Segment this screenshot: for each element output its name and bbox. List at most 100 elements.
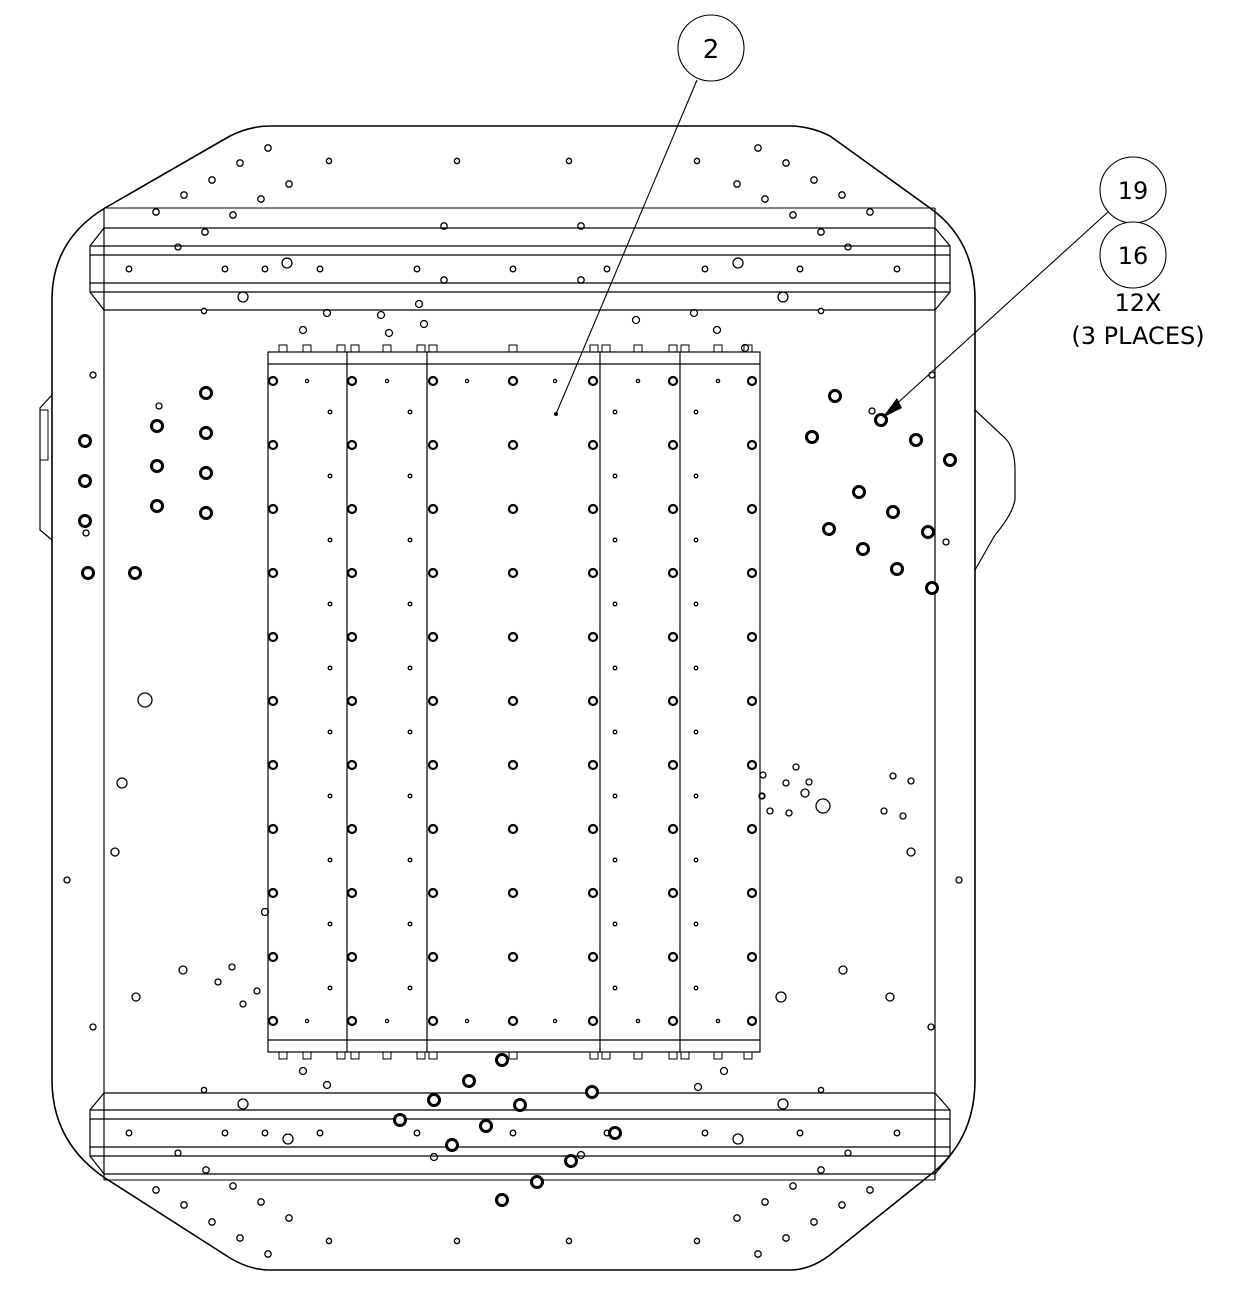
hole [298,1066,308,1076]
hole [766,807,774,815]
hole [635,378,641,384]
hole [155,402,163,410]
hole [407,473,413,479]
bolt-hole [444,1137,460,1153]
bolt-hole [200,307,208,315]
bolt-hole [346,567,358,579]
bolt-hole [267,951,279,963]
bolt-hole [746,887,758,899]
bolt-hole [346,439,358,451]
module-tab [601,1051,611,1060]
hole [693,793,699,799]
bolt-hole [200,1086,208,1094]
bolt-hole [746,503,758,515]
module-tab [633,344,643,353]
balloon-16-text: 16 [1118,242,1149,270]
hole [817,228,825,236]
hole [782,1234,790,1242]
hole [257,195,265,203]
bolt-hole [667,439,679,451]
bolt-hole [746,631,758,643]
hole [125,265,133,273]
hole [612,729,618,735]
bolt-hole [267,375,279,387]
bolt-hole [507,951,519,963]
balloon-2-text: 2 [703,35,720,65]
module-tab [508,344,518,353]
hole [89,1023,97,1031]
bolt-hole [198,385,214,401]
bolt-hole [667,567,679,579]
hole [899,812,907,820]
bolt-hole [667,887,679,899]
module-tab [680,344,690,353]
bolt-hole [855,541,871,557]
hole [229,211,237,219]
bolt-hole [453,157,461,165]
hole [137,692,153,708]
bolt-hole [565,1237,573,1245]
hole [260,907,270,917]
bolt-hole [325,1237,333,1245]
module-tab [668,344,678,353]
hole [792,763,800,771]
hole [63,876,71,884]
bolt-hole [667,1015,679,1027]
hole [464,378,470,384]
hole [221,265,229,273]
hole [407,537,413,543]
leader-2 [555,79,698,415]
bolt-hole [267,631,279,643]
bolt-hole [426,1092,442,1108]
hole [509,1129,517,1137]
bolt-hole [507,1015,519,1027]
bolt-hole [817,307,825,315]
module-tab [416,344,426,353]
bolt-hole [851,484,867,500]
hole [789,1182,797,1190]
bolt-hole [198,425,214,441]
hole [612,921,618,927]
hole [509,265,517,273]
bolt-hole [507,695,519,707]
bolt-hole [565,157,573,165]
hole [407,729,413,735]
bolt-hole [746,951,758,963]
bolt-hole [77,473,93,489]
hole [327,985,333,991]
hole [261,265,269,273]
bolt-hole [817,1086,825,1094]
bolt-hole [267,759,279,771]
balloon-16: 16 [1099,221,1167,289]
hole [125,1129,133,1137]
bolt-hole [267,439,279,451]
bolt-hole [667,503,679,515]
balloon-19: 19 [1099,156,1167,224]
hole [407,857,413,863]
hole [152,1186,160,1194]
bolt-hole [746,375,758,387]
module-tab [302,344,312,353]
hole [316,1129,324,1137]
bolt-hole [427,951,439,963]
bolt-hole [346,631,358,643]
module-tab [382,1051,392,1060]
hole [304,378,310,384]
bolt-hole [873,412,889,428]
hole [693,729,699,735]
hole [719,1066,729,1076]
bolt-hole [507,503,519,515]
hole [631,315,641,325]
hole [552,1018,558,1024]
leader-19 [891,211,1109,409]
bolt-hole [507,567,519,579]
hole [440,222,448,230]
hole [805,778,813,786]
hole [955,876,963,884]
bolt-hole [587,951,599,963]
bolt-hole [149,458,165,474]
hole [413,1129,421,1137]
hole [796,265,804,273]
bolt-hole [494,1052,510,1068]
bolt-hole [693,1237,701,1245]
